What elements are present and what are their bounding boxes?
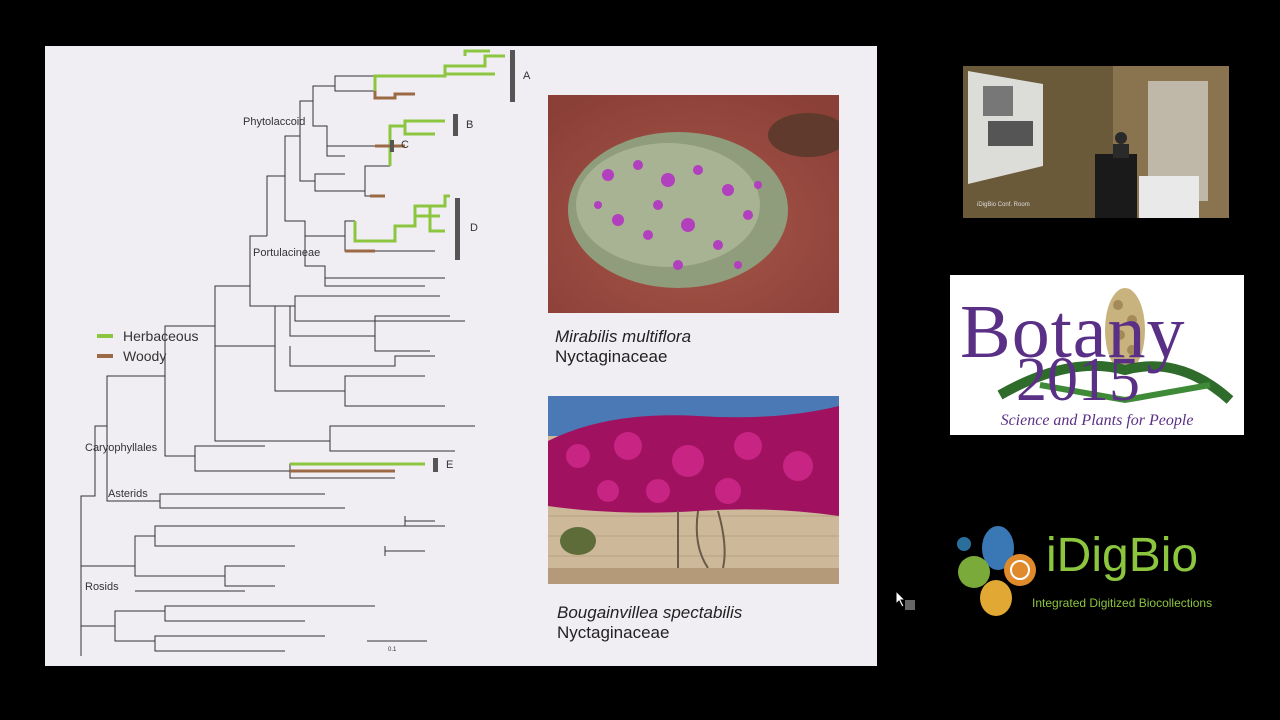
clade-marker-e: E bbox=[446, 459, 453, 471]
clade-marker-a: A bbox=[523, 70, 530, 82]
clade-marker-b: B bbox=[466, 119, 473, 131]
legend: Herbaceous Woody bbox=[97, 326, 199, 366]
clade-label-rosids: Rosids bbox=[85, 581, 119, 593]
botany-2015-logo: Botany 2015 Science and Plants for Peopl… bbox=[950, 275, 1244, 435]
legend-swatch bbox=[97, 334, 113, 338]
bougainvillea-photo bbox=[548, 396, 839, 584]
mouse-cursor-icon bbox=[895, 590, 919, 614]
clade-label-caryophyllales: Caryophyllales bbox=[85, 442, 157, 454]
legend-item-woody: Woody bbox=[97, 346, 199, 366]
clade-marker-c: C bbox=[401, 139, 409, 151]
family-name: Nyctaginaceae bbox=[555, 347, 691, 367]
presentation-slide: Phytolaccoid Portulacineae Caryophyllale… bbox=[45, 46, 877, 666]
idigbio-subtitle: Integrated Digitized Biocollections bbox=[1032, 596, 1212, 610]
legend-label: Herbaceous bbox=[123, 328, 199, 344]
caption-bougainvillea: Bougainvillea spectabilis Nyctaginaceae bbox=[557, 603, 742, 643]
botany-year: 2015 bbox=[1016, 345, 1140, 416]
species-name: Mirabilis multiflora bbox=[555, 327, 691, 347]
camera-room-label: iDigBio Conf. Room bbox=[977, 202, 1030, 208]
camera-feed: iDigBio Conf. Room bbox=[963, 66, 1229, 218]
legend-label: Woody bbox=[123, 348, 166, 364]
idigbio-logo: iDigBio Integrated Digitized Biocollecti… bbox=[946, 520, 1246, 620]
family-name: Nyctaginaceae bbox=[557, 623, 742, 643]
clade-label-asterids: Asterids bbox=[108, 488, 148, 500]
mirabilis-photo bbox=[548, 95, 839, 313]
legend-item-herbaceous: Herbaceous bbox=[97, 326, 199, 346]
clade-label-portulacineae: Portulacineae bbox=[253, 247, 320, 259]
clade-marker-d: D bbox=[470, 222, 478, 234]
species-name: Bougainvillea spectabilis bbox=[557, 603, 742, 623]
idigbio-name: iDigBio bbox=[1046, 528, 1198, 583]
clade-label-phytolaccoid: Phytolaccoid bbox=[243, 116, 305, 128]
caption-mirabilis: Mirabilis multiflora Nyctaginaceae bbox=[555, 327, 691, 367]
botany-tagline: Science and Plants for People bbox=[950, 412, 1244, 430]
idigbio-emblem-icon bbox=[946, 520, 1046, 620]
legend-swatch bbox=[97, 354, 113, 358]
scale-bar-label: 0.1 bbox=[388, 647, 396, 653]
